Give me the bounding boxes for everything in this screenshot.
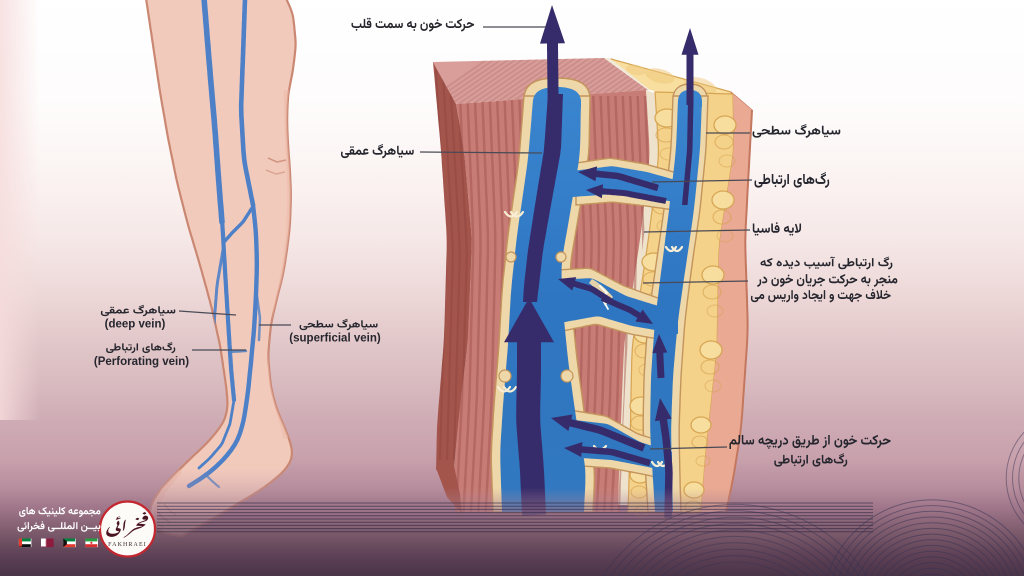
svg-text:FAKHRAEI: FAKHRAEI (108, 542, 147, 548)
svg-text:(deep vein): (deep vein) (105, 319, 166, 331)
svg-text:(Perforating vein): (Perforating vein) (94, 356, 189, 368)
svg-text:(superficial vein): (superficial vein) (289, 333, 381, 345)
